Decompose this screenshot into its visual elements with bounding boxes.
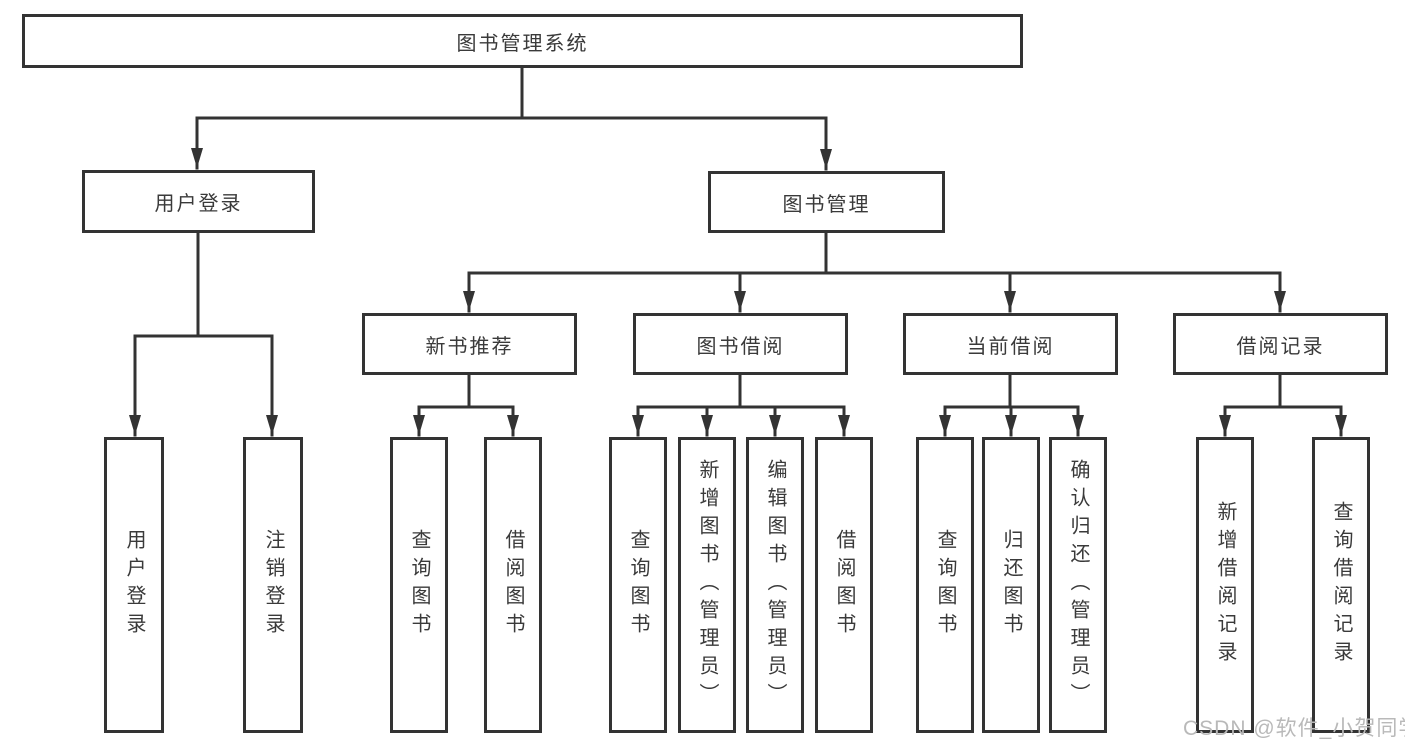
node-new-book-recommend: 新书推荐 (362, 313, 577, 375)
node-label: 查询图书 (934, 529, 956, 641)
leaf-borrow-query-books: 查询图书 (609, 437, 667, 733)
node-book-management: 图书管理 (708, 171, 945, 233)
node-label: 查询图书 (627, 529, 649, 641)
leaf-records-query-record: 查询借阅记录 (1312, 437, 1370, 733)
node-label: 当前借阅 (966, 335, 1055, 358)
node-label: 新增借阅记录 (1214, 501, 1236, 669)
leaf-borrow-borrow-books: 借阅图书 (815, 437, 873, 733)
leaf-recommend-borrow-books: 借阅图书 (484, 437, 542, 733)
watermark: CSDN @软件_小贺同学 (1183, 717, 1405, 740)
node-label: 新书推荐 (425, 335, 514, 358)
node-label: 用户登录 (154, 193, 243, 215)
leaf-user-login: 用户登录 (104, 437, 164, 733)
leaf-borrow-edit-books-admin: 编辑图书（管理员） (746, 437, 804, 733)
leaf-logout: 注销登录 (243, 437, 303, 733)
node-borrow-records: 借阅记录 (1173, 313, 1388, 375)
node-label: 借阅图书 (833, 529, 855, 641)
node-user-login: 用户登录 (82, 170, 315, 233)
node-label: 图书管理 (782, 193, 871, 216)
node-label: 编辑图书（管理员） (764, 459, 786, 711)
node-label: 新增图书（管理员） (696, 459, 718, 711)
node-book-borrow: 图书借阅 (633, 313, 848, 375)
node-library-system: 图书管理系统 (22, 14, 1023, 68)
leaf-current-return-books: 归还图书 (982, 437, 1040, 733)
leaf-recommend-query-books: 查询图书 (390, 437, 448, 733)
node-label: 确认归还（管理员） (1067, 459, 1089, 711)
leaf-current-query-books: 查询图书 (916, 437, 974, 733)
node-label: 借阅记录 (1236, 335, 1325, 358)
node-label: 借阅图书 (502, 529, 524, 641)
leaf-current-confirm-return-admin: 确认归还（管理员） (1049, 437, 1107, 733)
node-label: 查询借阅记录 (1330, 501, 1352, 669)
node-label: 查询图书 (408, 529, 430, 641)
node-label: 图书管理系统 (456, 32, 589, 55)
leaf-borrow-add-books-admin: 新增图书（管理员） (678, 437, 736, 733)
leaf-records-add-record: 新增借阅记录 (1196, 437, 1254, 733)
node-label: 归还图书 (1000, 529, 1022, 641)
node-label: 注销登录 (262, 529, 284, 641)
node-current-borrow: 当前借阅 (903, 313, 1118, 375)
node-label: 图书借阅 (696, 335, 785, 358)
node-label: 用户登录 (123, 529, 145, 641)
